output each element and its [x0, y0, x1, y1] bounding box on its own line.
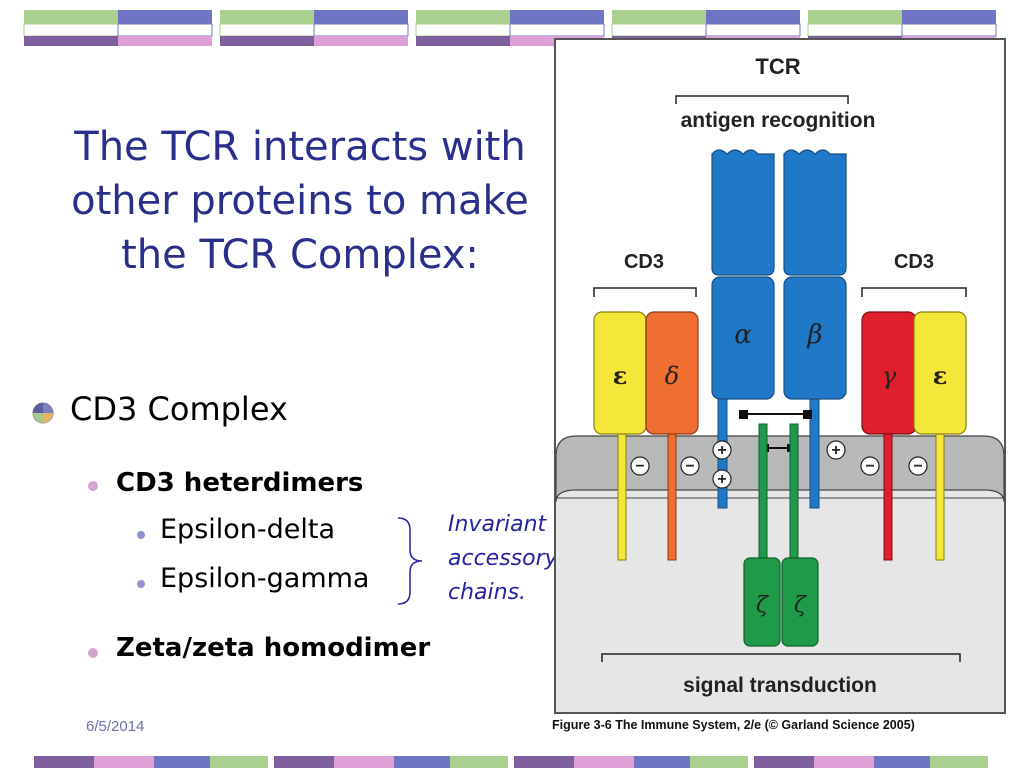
title-line-3: the TCR Complex: — [121, 232, 479, 278]
tcr-bracket — [675, 95, 849, 104]
zeta-chain-2: ζ — [781, 423, 819, 647]
label-cd3-left: CD3 — [624, 251, 664, 273]
label-zeta-1: ζ — [756, 593, 770, 618]
cd3-right-bracket — [861, 287, 967, 297]
plus-charge: + — [717, 471, 726, 488]
label-epsilon-right: ε — [933, 361, 948, 390]
label-beta: β — [806, 320, 822, 350]
label-signal-transduction: signal transduction — [683, 674, 877, 697]
signal-bracket — [601, 653, 961, 662]
minus-charge: − — [913, 458, 922, 475]
bullet-dot — [88, 481, 98, 491]
cd3-delta: δ — [645, 311, 699, 561]
label-delta: δ — [665, 362, 679, 390]
annotation-invariant-chains: Invariant accessory chains. — [448, 508, 558, 610]
label-alpha: α — [734, 320, 752, 350]
bullet-dot — [137, 580, 145, 588]
cd3-epsilon-right: ε — [913, 311, 967, 561]
plus-charge: + — [831, 442, 840, 459]
zeta-chain-1: ζ — [743, 423, 781, 647]
annotation-line-2: accessory — [448, 546, 558, 571]
slide-title: The TCR interacts with other proteins to… — [40, 120, 560, 282]
minus-charge: − — [865, 458, 874, 475]
label-epsilon-left: ε — [613, 361, 628, 390]
cd3-left-bracket — [593, 287, 697, 297]
title-line-1: The TCR interacts with — [74, 124, 526, 170]
bullet-cd3-complex: CD3 Complex — [70, 390, 288, 428]
minus-charge: − — [685, 458, 694, 475]
minus-charge: − — [635, 458, 644, 475]
bullet-dot — [137, 531, 145, 539]
cd3-gamma: γ — [861, 311, 917, 561]
figure-caption: Figure 3-6 The Immune System, 2/e (© Gar… — [552, 718, 915, 732]
label-antigen-recognition: antigen recognition — [681, 109, 876, 132]
annotation-line-3: chains. — [448, 580, 527, 605]
bullet-quad-icon — [32, 402, 54, 424]
plus-charge: + — [717, 442, 726, 459]
bullet-zeta-homodimer: Zeta/zeta homodimer — [116, 633, 431, 663]
header-decoration — [23, 9, 997, 47]
footer-decoration — [34, 756, 988, 768]
tcr-complex-figure: TCR antigen recognition CD3 CD3 α β ζ ζ — [554, 38, 1006, 714]
bullet-epsilon-gamma: Epsilon-gamma — [160, 563, 370, 594]
label-zeta-2: ζ — [794, 593, 808, 618]
curly-brace-icon — [397, 517, 423, 605]
title-line-2: other proteins to make — [71, 178, 529, 224]
bullet-epsilon-delta: Epsilon-delta — [160, 514, 336, 545]
bullet-cd3-heterdimers: CD3 heterdimers — [116, 468, 364, 498]
label-tcr: TCR — [755, 54, 800, 79]
annotation-line-1: Invariant — [448, 512, 547, 537]
tcr-beta-chain: β — [783, 149, 847, 509]
bullet-dot — [88, 648, 98, 658]
slide-date: 6/5/2014 — [86, 718, 145, 735]
label-gamma: γ — [882, 362, 897, 390]
charge-markers: − − + + + − − — [630, 440, 928, 489]
label-cd3-right: CD3 — [894, 251, 934, 273]
